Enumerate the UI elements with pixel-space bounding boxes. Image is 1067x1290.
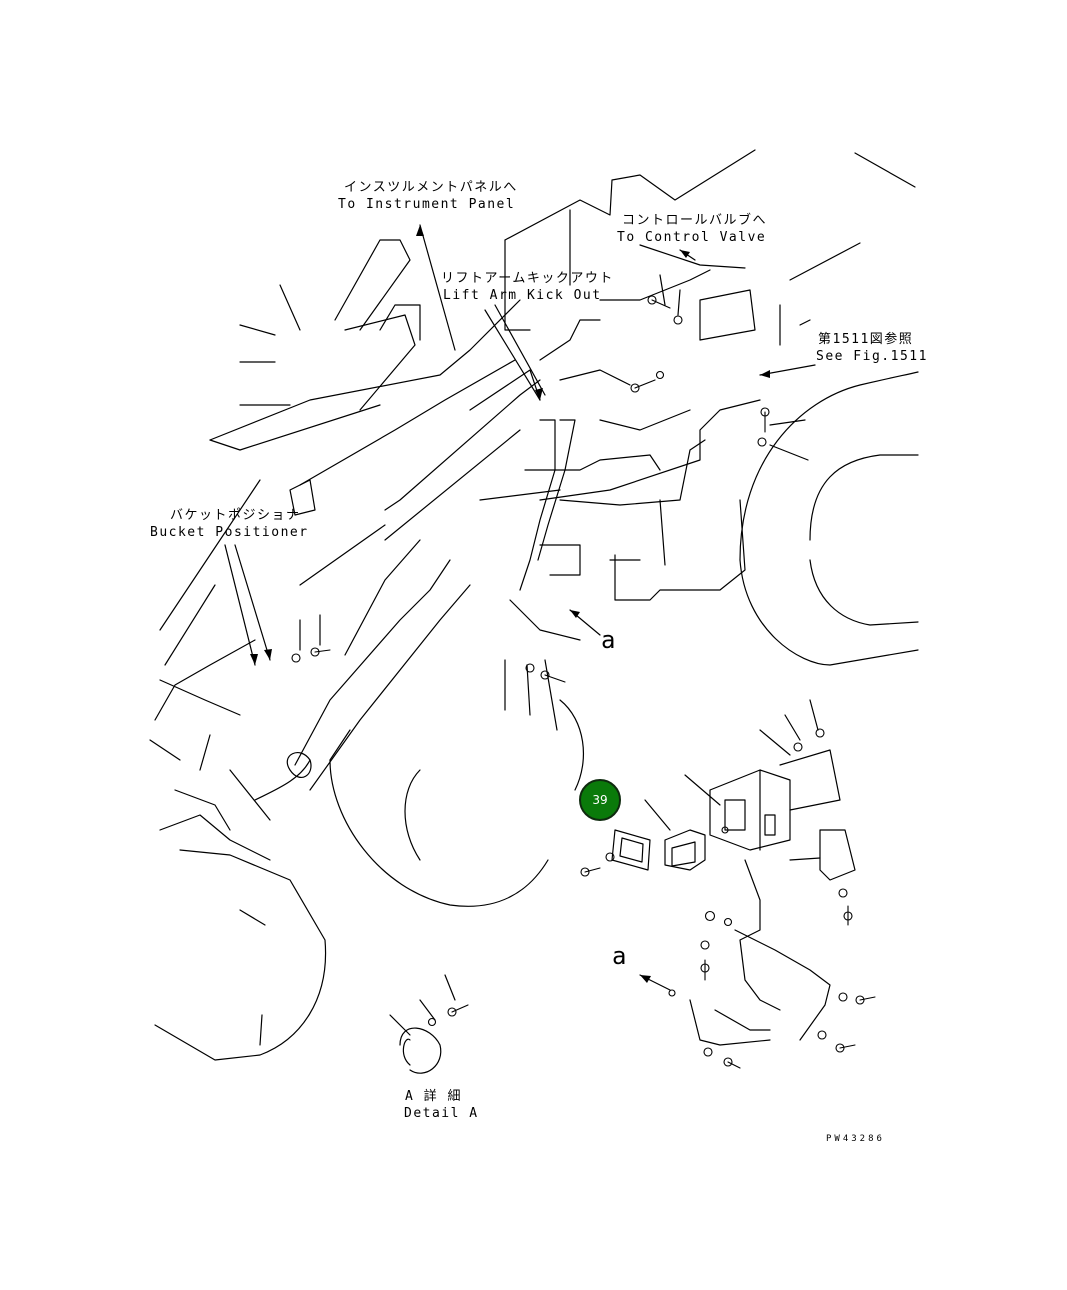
bucket <box>149 479 327 1061</box>
label-detail-a-jp: A 詳 細 <box>405 1089 462 1104</box>
fasteners <box>291 295 876 1069</box>
leader-lines <box>224 224 816 991</box>
label-instrument-panel-en: To Instrument Panel <box>338 197 516 212</box>
drawing-number: PW43286 <box>826 1134 885 1144</box>
label-control-valve-jp: コントロールバルブへ <box>622 213 768 228</box>
view-ref-a-upper: a <box>601 626 616 654</box>
horn-detail <box>389 974 456 1074</box>
cab-body <box>504 149 916 601</box>
view-ref-a-lower: a <box>612 942 627 970</box>
label-see-fig-jp: 第1511図参照 <box>818 332 914 347</box>
hydraulic-cylinder <box>469 269 761 641</box>
label-instrument-panel-jp: インスツルメントパネルへ <box>344 180 518 195</box>
label-control-valve-en: To Control Valve <box>617 230 767 245</box>
lift-arm <box>209 239 541 801</box>
label-bucket-positioner-jp: バケットポジショナ <box>170 508 301 523</box>
rear-tire <box>739 371 919 666</box>
label-kick-out-jp: リフトアームキックアウト <box>441 271 614 286</box>
label-see-fig-en: See Fig.1511 <box>816 349 928 364</box>
label-detail-a-en: Detail A <box>404 1106 479 1121</box>
part-callout-39[interactable]: 39 <box>579 779 621 821</box>
label-bucket-positioner-en: Bucket Positioner <box>150 525 309 540</box>
arrowheads <box>250 225 770 983</box>
label-kick-out-en: Lift Arm Kick Out <box>443 288 602 303</box>
lamp-assembly <box>611 699 856 1046</box>
front-tire <box>329 699 585 907</box>
